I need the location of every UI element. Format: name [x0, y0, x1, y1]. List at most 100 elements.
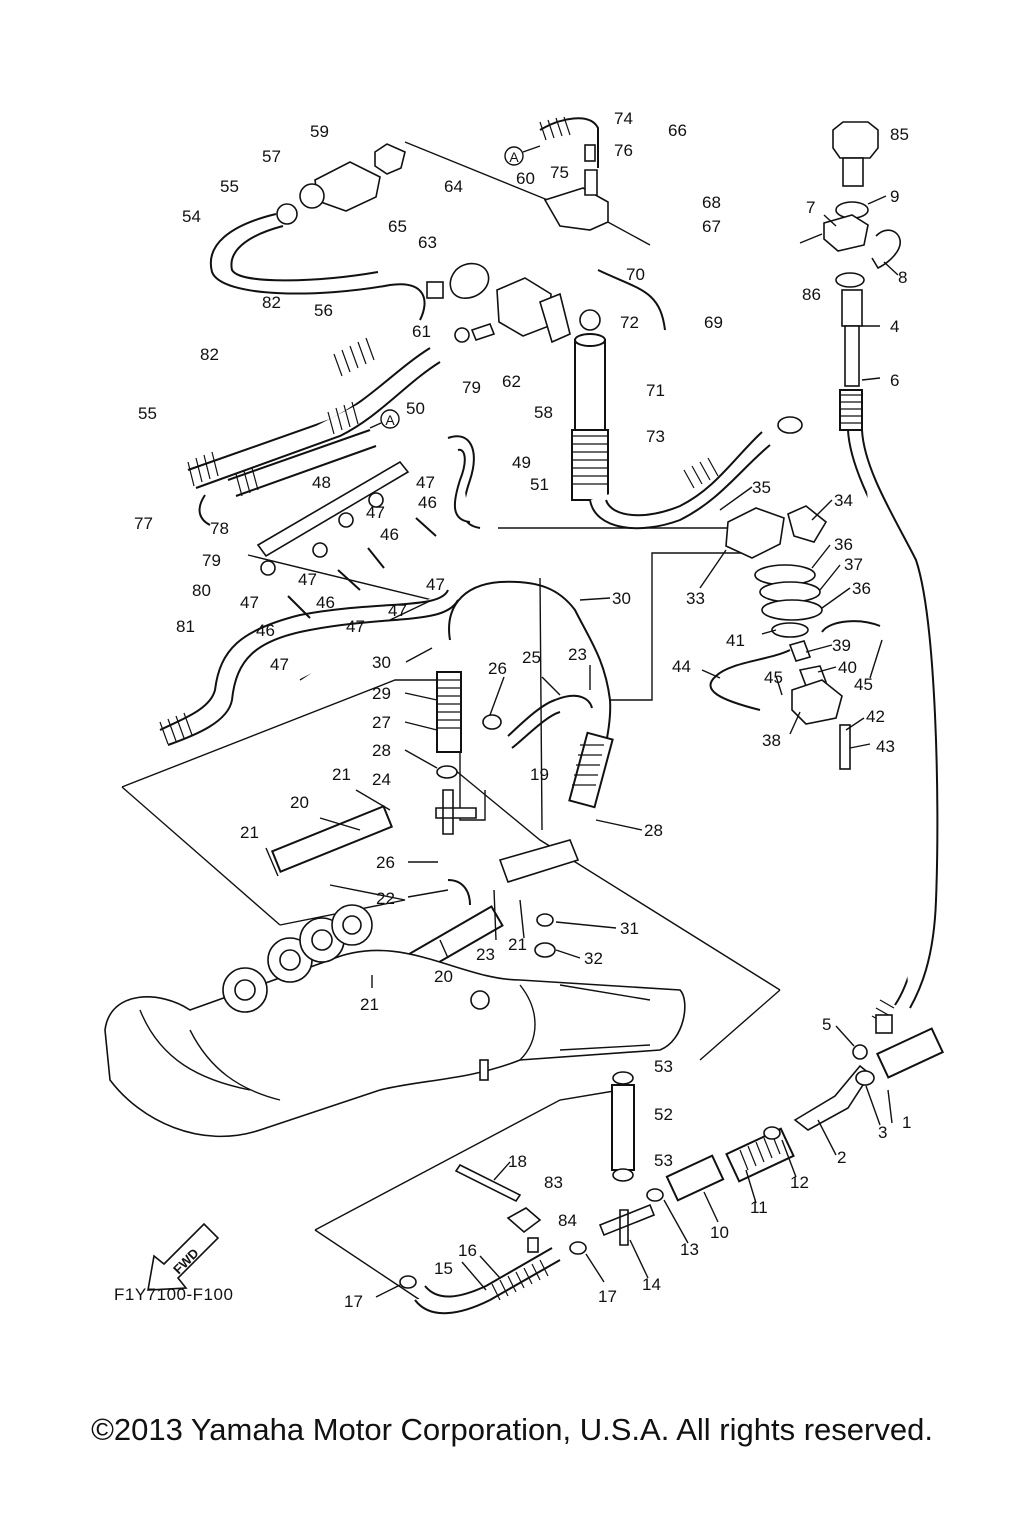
part-label-64: 64	[444, 177, 463, 196]
drawing-code: F1Y7100-F100	[114, 1285, 233, 1304]
ref-marker-a-left: A	[369, 409, 400, 429]
part-label-36-top: 36	[834, 535, 853, 554]
part-label-35: 35	[752, 478, 771, 497]
part-label-57: 57	[262, 147, 281, 166]
part-label-52: 52	[654, 1105, 673, 1124]
part-label-26-top: 26	[488, 659, 507, 678]
part-label-74: 74	[614, 109, 633, 128]
part-label-65: 65	[388, 217, 407, 236]
part-label-6: 6	[890, 371, 899, 390]
part-label-55-left: 55	[138, 404, 157, 423]
part-label-84: 84	[558, 1211, 577, 1230]
part-label-19: 19	[530, 765, 549, 784]
part-label-70: 70	[626, 265, 645, 284]
part-label-23-b: 23	[568, 645, 587, 664]
part-label-47-g: 47	[388, 601, 407, 620]
part-label-26-mid: 26	[376, 853, 395, 872]
part-label-54: 54	[182, 207, 201, 226]
part-label-66: 66	[668, 121, 687, 140]
part-label-25: 25	[522, 648, 541, 667]
part-label-53-bottom: 53	[654, 1151, 673, 1170]
part-label-59: 59	[310, 122, 329, 141]
part-label-30-left: 30	[372, 653, 391, 672]
part-label-27: 27	[372, 713, 391, 732]
part-label-45-left: 45	[764, 668, 783, 687]
part-label-21-a: 21	[240, 823, 259, 842]
part-label-49: 49	[512, 453, 531, 472]
svg-text:A: A	[509, 149, 519, 165]
part-label-67: 67	[702, 217, 721, 236]
part-label-34: 34	[834, 491, 853, 510]
part-label-47-b: 47	[298, 570, 317, 589]
part-label-79-left: 79	[202, 551, 221, 570]
part-label-31: 31	[620, 919, 639, 938]
part-label-41: 41	[726, 631, 745, 650]
part-label-28-left: 28	[372, 741, 391, 760]
part-label-22: 22	[376, 889, 395, 908]
part-label-56: 56	[314, 301, 333, 320]
part-label-24: 24	[372, 770, 391, 789]
part-label-36-bottom: 36	[852, 579, 871, 598]
part-label-18: 18	[508, 1152, 527, 1171]
ref-marker-a-top: A	[504, 145, 541, 166]
center-pipes	[539, 116, 803, 530]
lower-hoses	[399, 1027, 945, 1315]
part-label-48: 48	[312, 473, 331, 492]
svg-text:A: A	[385, 412, 395, 428]
part-label-47-f: 47	[346, 617, 365, 636]
part-label-21-d: 21	[360, 995, 379, 1014]
part-label-47-c: 47	[366, 503, 385, 522]
part-label-47-a: 47	[240, 593, 259, 612]
part-label-47-d: 47	[416, 473, 435, 492]
part-label-21-b: 21	[332, 765, 351, 784]
part-label-55-top: 55	[220, 177, 239, 196]
upper-housings	[276, 143, 609, 344]
filler-assembly	[799, 121, 939, 1034]
part-label-20-bottom: 20	[434, 967, 453, 986]
part-label-85: 85	[890, 125, 909, 144]
part-label-58: 58	[534, 403, 553, 422]
part-label-16: 16	[458, 1241, 477, 1260]
part-label-47-h: 47	[270, 655, 289, 674]
part-label-79-center: 79	[462, 378, 481, 397]
part-label-28-right: 28	[644, 821, 663, 840]
ribbed-section-56	[187, 337, 375, 497]
part-label-15: 15	[434, 1259, 453, 1278]
part-label-82-top: 82	[262, 293, 281, 312]
part-label-9: 9	[890, 187, 899, 206]
part-label-53-top: 53	[654, 1057, 673, 1076]
part-label-38: 38	[762, 731, 781, 750]
part-label-2: 2	[837, 1148, 846, 1167]
cooling-manifold	[256, 435, 481, 619]
part-label-71: 71	[646, 381, 665, 400]
part-label-73: 73	[646, 427, 665, 446]
thermostat-assembly	[709, 505, 881, 770]
part-label-44: 44	[672, 657, 691, 676]
part-label-46-b: 46	[316, 593, 335, 612]
part-label-33: 33	[686, 589, 705, 608]
part-label-47-e: 47	[426, 575, 445, 594]
part-label-75: 75	[550, 163, 569, 182]
part-label-1: 1	[902, 1113, 911, 1132]
part-label-86: 86	[802, 285, 821, 304]
part-label-69: 69	[704, 313, 723, 332]
part-label-76: 76	[614, 141, 633, 160]
part-label-8: 8	[898, 268, 907, 287]
part-label-32: 32	[584, 949, 603, 968]
part-label-37: 37	[844, 555, 863, 574]
part-label-82-left: 82	[200, 345, 219, 364]
part-label-83: 83	[544, 1173, 563, 1192]
part-label-68: 68	[702, 193, 721, 212]
middle-hoses	[270, 580, 614, 987]
part-label-62: 62	[502, 372, 521, 391]
part-label-5: 5	[822, 1015, 831, 1034]
part-label-40: 40	[838, 658, 857, 677]
part-label-45-right: 45	[854, 675, 873, 694]
exhaust-manifold-body	[104, 904, 686, 1138]
part-label-20-top: 20	[290, 793, 309, 812]
part-label-78: 78	[210, 519, 229, 538]
part-label-60: 60	[516, 169, 535, 188]
copyright-notice: ©2013 Yamaha Motor Corporation, U.S.A. A…	[91, 1412, 933, 1447]
part-label-50: 50	[406, 399, 425, 418]
